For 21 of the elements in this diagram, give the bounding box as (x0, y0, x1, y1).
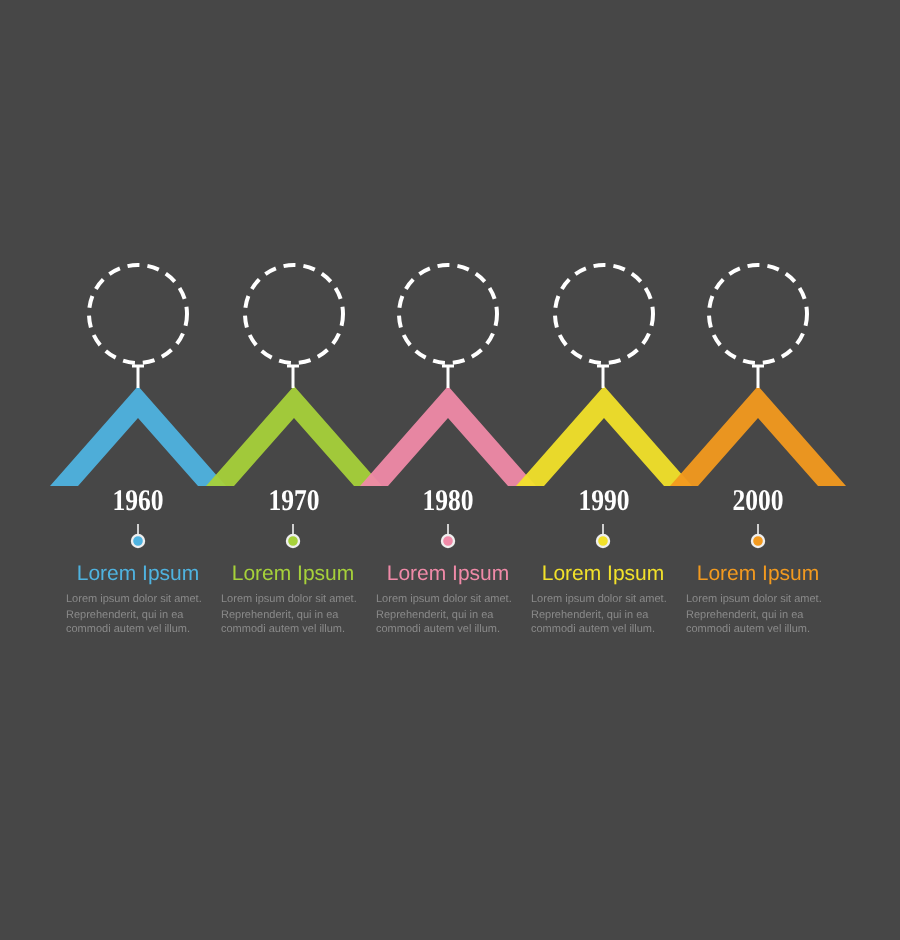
dashed-circle (241, 262, 345, 366)
item-title: Lorem Ipsum (229, 562, 357, 586)
connector-stem (750, 364, 766, 388)
year-label: 1980 (420, 486, 476, 518)
item-title: Lorem Ipsum (694, 562, 822, 586)
dashed-circle (86, 262, 190, 366)
dashed-circle (551, 262, 655, 366)
year-label: 2000 (730, 486, 786, 518)
connector-stem (595, 364, 611, 388)
connector-stem (440, 364, 456, 388)
item-title: Lorem Ipsum (74, 562, 202, 586)
year-label: 1970 (265, 486, 321, 518)
dashed-circle (396, 262, 500, 366)
dashed-circle (706, 262, 810, 366)
connector-stem (130, 364, 146, 388)
year-label: 1990 (575, 486, 631, 518)
chevron-shape (670, 386, 846, 486)
year-label: 1960 (110, 486, 166, 518)
item-title: Lorem Ipsum (384, 562, 512, 586)
item-title: Lorem Ipsum (539, 562, 667, 586)
connector-stem (285, 364, 301, 388)
